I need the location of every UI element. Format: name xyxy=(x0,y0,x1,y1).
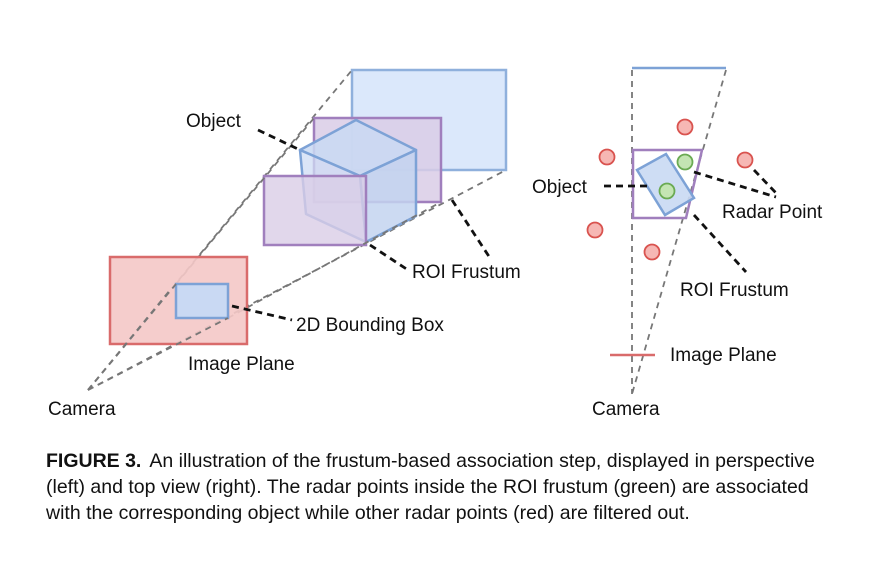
left-leader-lines xyxy=(231,128,492,322)
caption-text: An illustration of the frustum-based ass… xyxy=(46,450,815,524)
right-camera-label: Camera xyxy=(592,399,660,420)
frustum-illustration xyxy=(87,66,778,395)
radar-points-red xyxy=(586,118,754,261)
radar-point-label: Radar Point xyxy=(722,202,823,223)
right-object-label: Object xyxy=(532,177,587,198)
right-image-plane-label: Image Plane xyxy=(670,345,777,366)
figure-number: FIGURE 3. xyxy=(46,450,142,472)
left-object-label: Object xyxy=(186,111,241,132)
figure-caption: FIGURE 3.An illustration of the frustum-… xyxy=(46,448,836,526)
top-roi-frustum xyxy=(631,148,704,220)
bounding-box-label: 2D Bounding Box xyxy=(296,315,444,336)
top-frustum-lines xyxy=(631,69,727,395)
perspective-view xyxy=(87,68,508,391)
left-roi-frustum-label: ROI Frustum xyxy=(412,262,521,283)
roi-front-plane xyxy=(262,174,368,247)
top-view xyxy=(586,66,778,395)
radar-points-green xyxy=(658,153,694,200)
right-leader-lines xyxy=(604,169,778,273)
right-roi-frustum-label: ROI Frustum xyxy=(680,280,789,301)
bounding-box-2d xyxy=(174,282,230,320)
left-camera-label: Camera xyxy=(48,399,116,420)
left-image-plane-label: Image Plane xyxy=(188,354,295,375)
